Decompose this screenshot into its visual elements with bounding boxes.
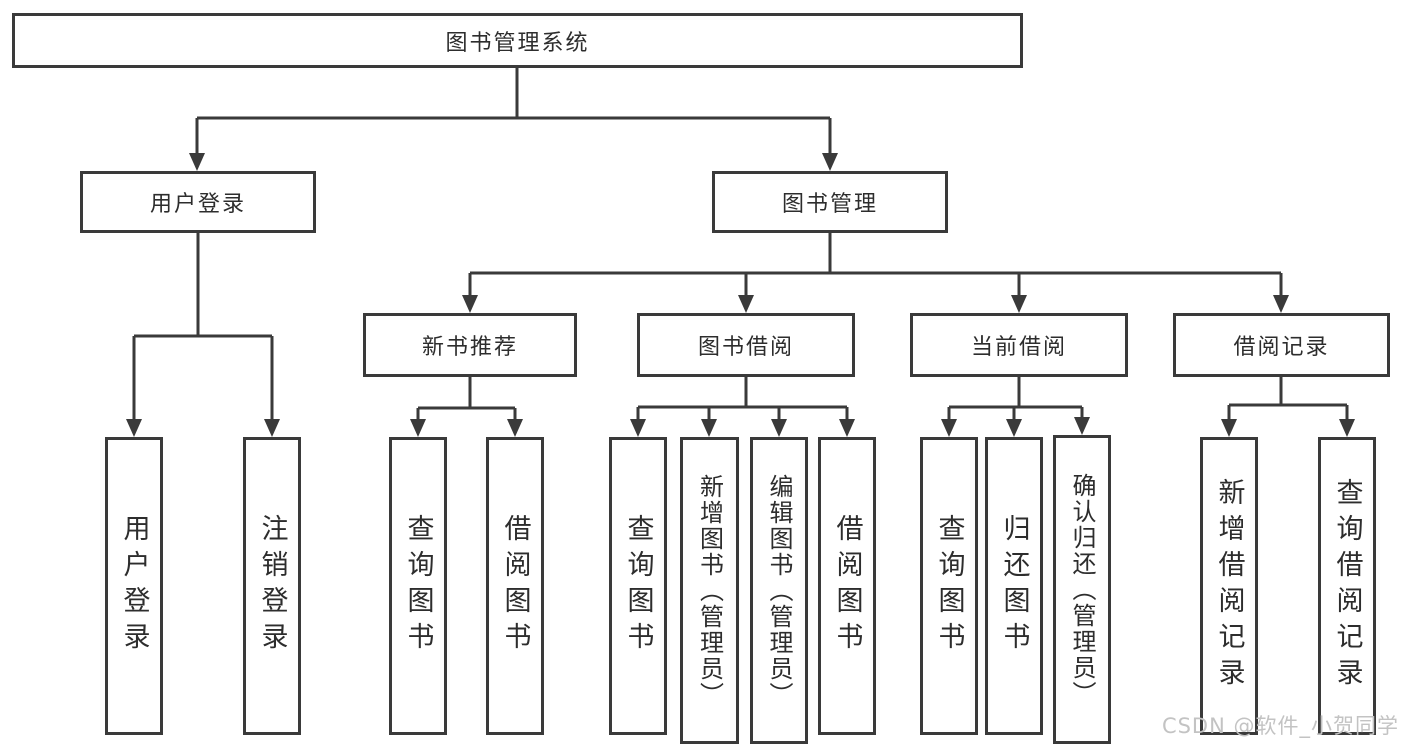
- leaf-query-borrow-record-label: 查询借阅记录: [1331, 478, 1363, 694]
- edge-newbookrec-to-leaves: [416, 377, 517, 427]
- node-user-login-label: 用户登录: [149, 192, 246, 217]
- edge-root-to-level2: [195, 68, 832, 159]
- node-new-book-recommendation-label: 新书推荐: [421, 335, 518, 360]
- edge-bookborrow-to-leaves: [636, 377, 849, 427]
- leaf-query-books-current-label: 查询图书: [933, 514, 965, 658]
- node-current-borrowing: 当前借阅: [910, 313, 1128, 377]
- edge-userlogin-to-leaves: [132, 233, 274, 427]
- node-current-borrowing-label: 当前借阅: [970, 335, 1067, 360]
- edge-borrowrecords-to-leaves: [1227, 377, 1349, 427]
- leaf-return-books: 归还图书: [985, 437, 1043, 735]
- leaf-user-login-label: 用户登录: [118, 514, 150, 658]
- leaf-edit-books-admin-label: 编辑图书（管理员）: [765, 473, 793, 708]
- node-borrowing-records: 借阅记录: [1173, 313, 1390, 377]
- arrowheads-leaves: [126, 417, 1355, 437]
- leaf-borrow-books: 借阅图书: [818, 437, 876, 735]
- csdn-watermark: CSDN @软件_小贺同学: [1161, 714, 1399, 738]
- node-borrowing-records-label: 借阅记录: [1233, 335, 1330, 360]
- leaf-logout: 注销登录: [243, 437, 301, 735]
- leaf-query-borrow-record: 查询借阅记录: [1318, 437, 1376, 735]
- leaf-borrow-books-recommend-label: 借阅图书: [499, 514, 531, 658]
- node-user-login: 用户登录: [80, 171, 316, 233]
- node-book-management: 图书管理: [712, 171, 948, 233]
- leaf-add-borrow-record: 新增借阅记录: [1200, 437, 1258, 735]
- leaf-add-borrow-record-label: 新增借阅记录: [1213, 478, 1245, 694]
- node-new-book-recommendation: 新书推荐: [363, 313, 577, 377]
- leaf-query-books-recommend-label: 查询图书: [402, 514, 434, 658]
- leaf-query-books-current: 查询图书: [920, 437, 978, 735]
- leaf-query-books-borrow: 查询图书: [609, 437, 667, 735]
- node-book-borrowing-label: 图书借阅: [697, 335, 794, 360]
- node-book-management-label: 图书管理: [781, 192, 878, 217]
- node-book-borrowing: 图书借阅: [637, 313, 855, 377]
- node-library-management-system-label: 图书管理系统: [445, 30, 590, 56]
- arrowheads-level3: [462, 295, 1289, 313]
- leaf-confirm-return-admin-label: 确认归还（管理员）: [1068, 472, 1096, 707]
- leaf-confirm-return-admin: 确认归还（管理员）: [1053, 435, 1111, 744]
- leaf-edit-books-admin: 编辑图书（管理员）: [750, 437, 808, 744]
- edge-bookmgmt-to-level3: [468, 233, 1283, 301]
- leaf-add-books-admin: 新增图书（管理员）: [680, 437, 739, 744]
- leaf-borrow-books-recommend: 借阅图书: [486, 437, 544, 735]
- leaf-query-books-borrow-label: 查询图书: [622, 514, 654, 658]
- leaf-user-login: 用户登录: [105, 437, 163, 735]
- node-library-management-system: 图书管理系统: [12, 13, 1023, 68]
- leaf-query-books-recommend: 查询图书: [389, 437, 447, 735]
- leaf-add-books-admin-label: 新增图书（管理员）: [695, 473, 724, 708]
- edge-currentborrow-to-leaves: [947, 377, 1084, 427]
- leaf-borrow-books-label: 借阅图书: [831, 514, 863, 658]
- arrowheads-level2: [189, 153, 838, 171]
- leaf-return-books-label: 归还图书: [998, 514, 1030, 658]
- leaf-logout-label: 注销登录: [256, 514, 288, 658]
